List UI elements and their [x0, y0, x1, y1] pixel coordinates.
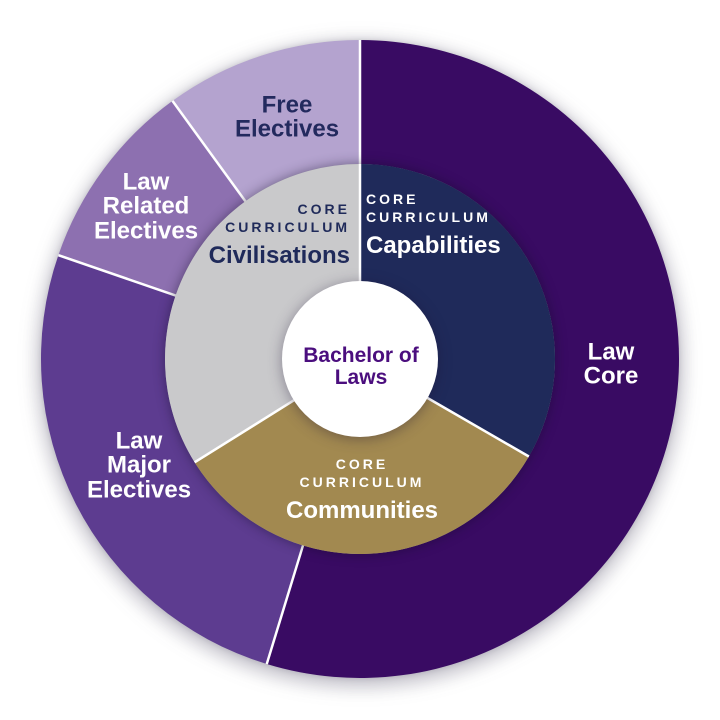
segment-divider — [409, 386, 530, 458]
center-circle — [282, 281, 438, 437]
segment-divider — [57, 253, 178, 298]
segment-label-communities: CORE CURRICULUM Communities — [286, 455, 438, 523]
capabilities-title: Capabilities — [366, 232, 501, 260]
segment-law-core — [266, 40, 680, 678]
civilisations-title: Civilisations — [208, 242, 350, 270]
segment-law-major-electives — [40, 255, 303, 665]
core-curriculum-eyebrow: CORE CURRICULUM — [225, 201, 350, 236]
center-circle-group — [282, 281, 438, 437]
segment-divider — [265, 543, 305, 665]
core-curriculum-eyebrow: CORE CURRICULUM — [299, 455, 425, 490]
outer-ring-dividers — [57, 40, 362, 665]
segment-capabilities — [360, 164, 555, 457]
segment-free-electives — [172, 39, 360, 202]
segment-law-related-electives — [58, 100, 246, 296]
segment-label-law-major-electives: Law Major Electives — [86, 427, 192, 504]
segment-divider — [171, 100, 248, 204]
core-curriculum-eyebrow: CORE CURRICULUM — [366, 191, 491, 226]
inner-ring-dividers — [193, 164, 530, 464]
segment-label-capabilities: CORE CURRICULUM Capabilities — [366, 190, 501, 258]
segment-civilisations — [165, 164, 360, 463]
segment-divider — [193, 388, 312, 464]
segment-label-law-related-electives: Law Related Electives — [93, 168, 199, 245]
inner-ring — [165, 164, 555, 554]
segment-label-law-core: Law Core — [583, 338, 639, 390]
segment-label-civilisations: CORE CURRICULUM Civilisations — [209, 200, 350, 268]
center-label: Bachelor of Laws — [303, 343, 419, 389]
communities-title: Communities — [285, 497, 439, 525]
segment-communities — [194, 389, 529, 554]
segment-label-free-electives: Free Electives — [234, 91, 340, 143]
outer-ring — [40, 39, 680, 678]
